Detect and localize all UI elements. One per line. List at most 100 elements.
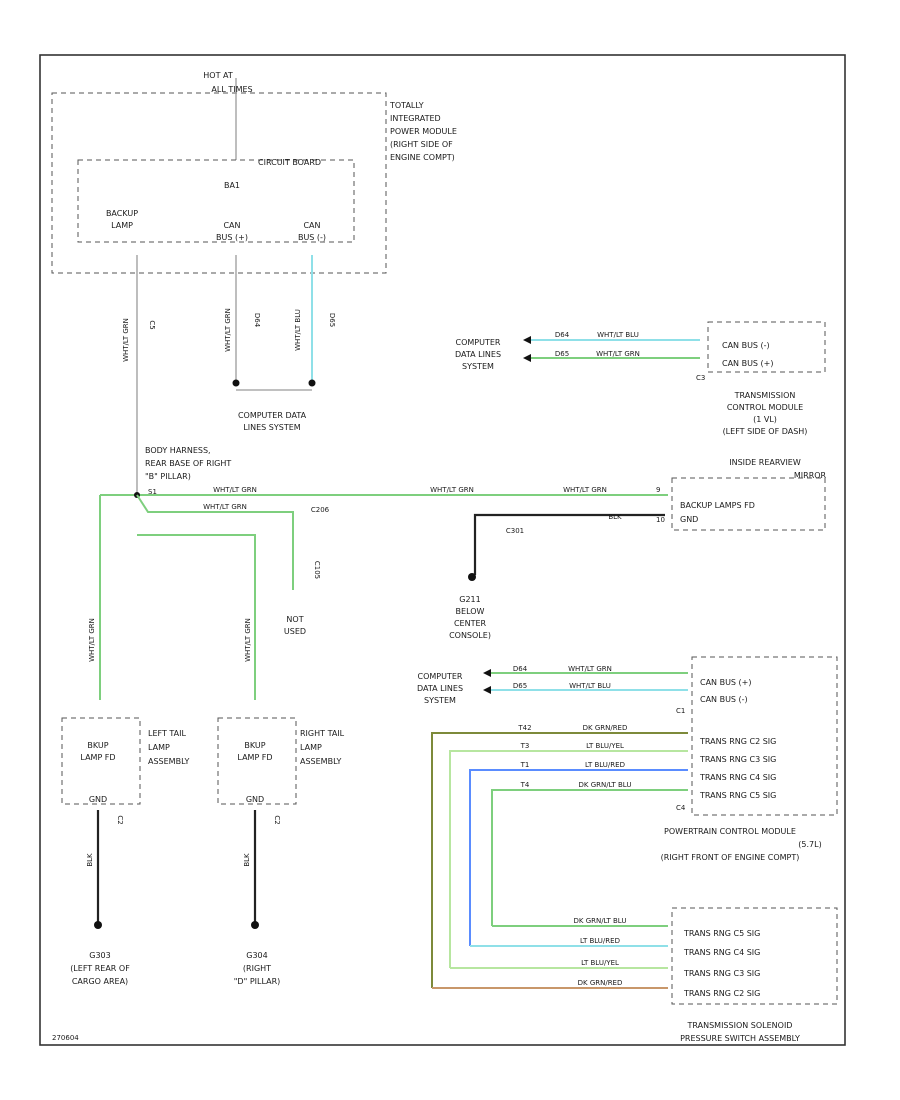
pcm-trans-1: TRANS RNG C2 SIG: [699, 737, 776, 746]
backup-lamp-2: LAMP: [111, 221, 133, 230]
pcm-row-2: CAN BUS (-): [700, 695, 748, 704]
pcm-d65: D65: [513, 682, 527, 690]
svg-text:REAR BASE OF RIGHT: REAR BASE OF RIGHT: [145, 459, 231, 468]
svg-text:(RIGHT SIDE OF: (RIGHT SIDE OF: [390, 140, 453, 149]
svg-text:G304: G304: [246, 951, 267, 960]
s1-label: S1: [148, 488, 157, 496]
harness-wire-1: WHT/LT GRN: [213, 486, 257, 494]
svg-text:CENTER: CENTER: [454, 619, 487, 628]
pcm-cdls-3: SYSTEM: [424, 696, 456, 705]
backup-lamp-1: BACKUP: [106, 209, 138, 218]
svg-text:POWER MODULE: POWER MODULE: [390, 127, 457, 136]
hot-label-1: HOT AT: [203, 71, 233, 80]
sol-wire-1: DK GRN/LT BLU: [573, 917, 626, 925]
pcm-trans-3: TRANS RNG C4 SIG: [699, 773, 776, 782]
rt-bkup-1: BKUP: [244, 741, 265, 750]
svg-text:BODY HARNESS,: BODY HARNESS,: [145, 446, 211, 455]
tcm-wire-1: WHT/LT BLU: [597, 331, 639, 339]
tcm-wire-2: WHT/LT GRN: [596, 350, 640, 358]
d64-label: D64: [253, 313, 261, 328]
tcm-cdls-2: DATA LINES: [455, 350, 501, 359]
diagram-frame: [39, 54, 846, 1046]
mirror-1: INSIDE REARVIEW: [729, 458, 801, 467]
rt-c2: C2: [273, 815, 281, 824]
branch-wire: WHT/LT GRN: [203, 503, 247, 511]
right-tail-box: [217, 717, 297, 805]
sol-row-1: TRANS RNG C5 SIG: [683, 929, 760, 938]
g303-label: G303 (LEFT REAR OF CARGO AREA): [70, 951, 130, 986]
sol-wire-4: DK GRN/RED: [578, 979, 623, 987]
svg-text:POWERTRAIN CONTROL MODULE: POWERTRAIN CONTROL MODULE: [664, 827, 796, 836]
pcm-wire-1: WHT/LT GRN: [568, 665, 612, 673]
lt-blk: BLK: [86, 853, 94, 867]
svg-text:"D" PILLAR): "D" PILLAR): [234, 977, 281, 986]
rt-gnd: GND: [246, 795, 264, 804]
body-harness-label: BODY HARNESS, REAR BASE OF RIGHT "B" PIL…: [145, 446, 231, 481]
c5-vertical: C5: [148, 320, 156, 329]
lt-c2: C2: [116, 815, 124, 824]
tcm-cdls-1: COMPUTER: [456, 338, 501, 347]
lt-gnd: GND: [89, 795, 107, 804]
mirror-2: MIRROR: [794, 471, 827, 480]
cdls-2: LINES SYSTEM: [243, 423, 300, 432]
lt-bkup-2: LAMP FD: [80, 753, 115, 762]
svg-text:TRANSMISSION SOLENOID: TRANSMISSION SOLENOID: [687, 1021, 793, 1030]
left-tail-3: ASSEMBLY: [148, 757, 189, 766]
lt-wire: WHT/LT GRN: [88, 618, 96, 662]
svg-text:CONSOLE): CONSOLE): [449, 631, 491, 640]
cdls-1: COMPUTER DATA: [238, 411, 307, 420]
g304-label: G304 (RIGHT "D" PILLAR): [234, 951, 281, 986]
svg-text:PRESSURE SWITCH ASSEMBLY: PRESSURE SWITCH ASSEMBLY: [680, 1034, 800, 1043]
svg-text:INTEGRATED: INTEGRATED: [390, 114, 441, 123]
left-tail-1: LEFT TAIL: [148, 729, 187, 738]
mirror-box: [671, 477, 826, 531]
svg-text:CONTROL MODULE: CONTROL MODULE: [727, 403, 803, 412]
c301-label: C301: [506, 527, 524, 535]
sol-row-2: TRANS RNG C4 SIG: [683, 948, 760, 957]
pcm-cdls-2: DATA LINES: [417, 684, 463, 693]
mirror-gnd: GND: [680, 515, 698, 524]
right-tail-3: ASSEMBLY: [300, 757, 341, 766]
g211-label: G211 BELOW CENTER CONSOLE): [449, 595, 491, 640]
pcm-tw-2: LT BLU/YEL: [586, 742, 624, 750]
wire-wlb-1: WHT/LT BLU: [294, 309, 302, 351]
c105-label: C105: [313, 561, 321, 579]
svg-text:(1 VL): (1 VL): [753, 415, 777, 424]
tcm-d64: D64: [555, 331, 570, 339]
circuit-board-label: CIRCUIT BOARD: [258, 158, 321, 167]
tcm-d65: D65: [555, 350, 569, 358]
sol-wire-3: LT BLU/YEL: [581, 959, 619, 967]
pcm-trans-2: TRANS RNG C3 SIG: [699, 755, 776, 764]
blk-label: BLK: [608, 513, 622, 521]
pcm-c1: C1: [676, 707, 685, 715]
backup-lamps-fd: BACKUP LAMPS FD: [680, 501, 755, 510]
pcm-tw-4: DK GRN/LT BLU: [578, 781, 631, 789]
rt-wire: WHT/LT GRN: [244, 618, 252, 662]
wire-wlg-2: WHT/LT GRN: [224, 308, 232, 352]
sol-wire-2: LT BLU/RED: [580, 937, 620, 945]
pcm-wire-2: WHT/LT BLU: [569, 682, 611, 690]
svg-text:G303: G303: [89, 951, 110, 960]
svg-text:(RIGHT: (RIGHT: [243, 964, 271, 973]
svg-text:CARGO AREA): CARGO AREA): [72, 977, 128, 986]
solenoid-label: TRANSMISSION SOLENOID PRESSURE SWITCH AS…: [680, 1021, 800, 1043]
pcm-id-3: T1: [520, 761, 530, 769]
solenoid-box: [671, 907, 838, 1005]
pcm-row-1: CAN BUS (+): [700, 678, 752, 687]
harness-wire-2: WHT/LT GRN: [430, 486, 474, 494]
left-tail-box: [61, 717, 141, 805]
svg-text:"B" PILLAR): "B" PILLAR): [145, 472, 191, 481]
svg-text:(LEFT SIDE OF DASH): (LEFT SIDE OF DASH): [723, 427, 808, 436]
svg-text:TOTALLY: TOTALLY: [389, 101, 424, 110]
svg-text:G211: G211: [459, 595, 480, 604]
hot-label-2: ALL TIMES: [211, 85, 252, 94]
pcm-tw-3: LT BLU/RED: [585, 761, 625, 769]
rt-bkup-2: LAMP FD: [237, 753, 272, 762]
not-used-1: NOT: [286, 615, 303, 624]
can-minus-1: CAN: [303, 221, 320, 230]
tcm-c3: C3: [696, 374, 705, 382]
tcm-cdls-3: SYSTEM: [462, 362, 494, 371]
circuit-board-box: [77, 159, 355, 243]
lt-bkup-1: BKUP: [87, 741, 108, 750]
